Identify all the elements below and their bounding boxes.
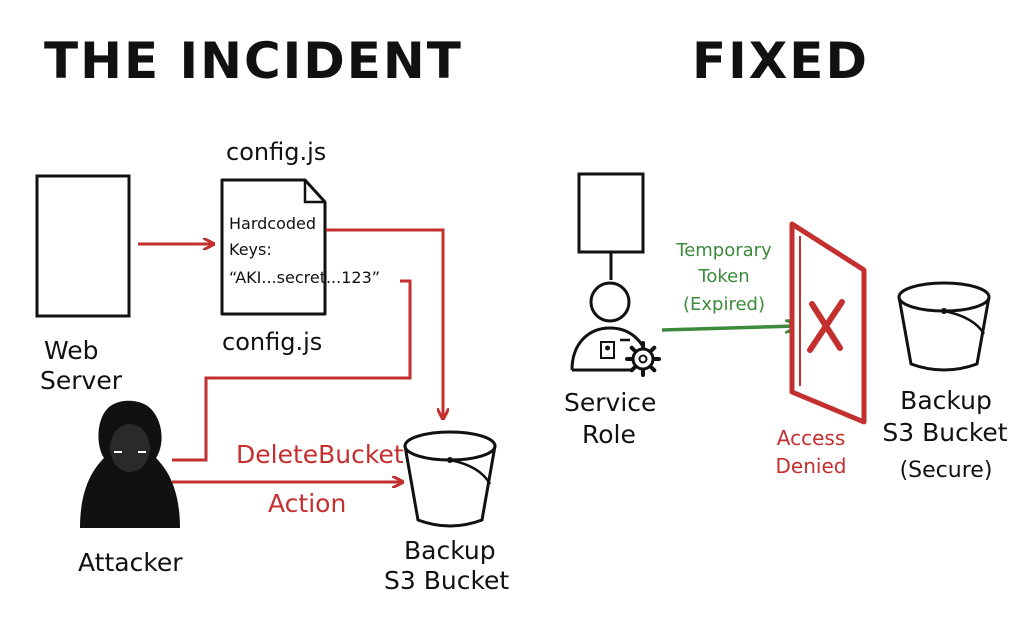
- x-mark-icon: [807, 299, 845, 353]
- bucket-icon-secure: [897, 281, 991, 372]
- delete-bucket-label: DeleteBucket: [236, 440, 404, 469]
- document-icon: [220, 178, 327, 316]
- access-label-line2: Denied: [775, 454, 847, 478]
- token-label-line1: Temporary: [676, 240, 772, 261]
- web-server-box: [35, 174, 131, 318]
- file-line-secret: “AKI...secret...123”: [229, 268, 381, 287]
- bucket-icon: [403, 430, 497, 528]
- fixed-title: FIXED: [692, 32, 869, 90]
- service-role-box: [577, 172, 645, 254]
- service-role-icon: [570, 281, 650, 372]
- secure-bucket-label-line3: (Secure): [899, 458, 993, 483]
- hacker-icon: [80, 400, 180, 528]
- gear-icon: [625, 341, 661, 377]
- config-label-bottom: config.js: [222, 328, 323, 356]
- access-label-line1: Access: [776, 426, 846, 450]
- web-server-label-line1: Web: [44, 336, 99, 365]
- bucket-label-line2: S3 Bucket: [384, 566, 510, 595]
- token-label-line2: Token: [698, 266, 750, 287]
- secure-bucket-label-line2: S3 Bucket: [882, 418, 1008, 447]
- secure-bucket-label-line1: Backup: [900, 386, 992, 415]
- service-label-line1: Service: [564, 388, 657, 417]
- attacker-label: Attacker: [78, 548, 183, 577]
- action-label: Action: [268, 489, 347, 518]
- file-line-keys: Keys:: [229, 240, 272, 259]
- file-line-hardcoded: Hardcoded: [229, 214, 317, 233]
- leak-path-line: [172, 279, 412, 462]
- token-label-line3: (Expired): [682, 294, 765, 315]
- web-server-label-line2: Server: [40, 366, 122, 395]
- config-label-top: config.js: [226, 138, 327, 166]
- config-to-bucket-arrow: [326, 228, 443, 418]
- bucket-label-line1: Backup: [404, 536, 496, 565]
- incident-title: THE INCIDENT: [44, 32, 463, 90]
- token-arrow: [661, 326, 796, 330]
- service-label-line2: Role: [582, 420, 636, 449]
